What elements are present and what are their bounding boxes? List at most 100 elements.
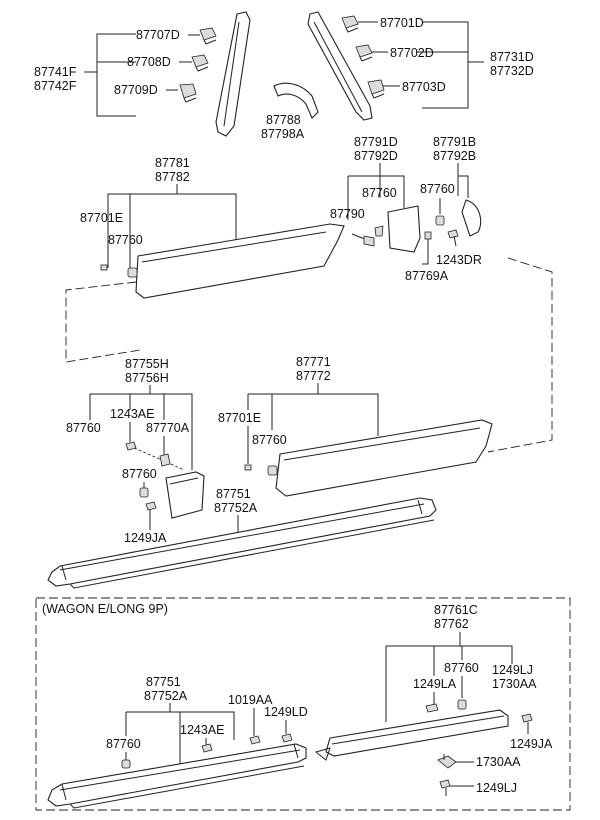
garnish-87755H: [165, 471, 205, 519]
label-87752A-a: 87752A: [214, 501, 258, 515]
label-87791B: 87791B: [433, 135, 476, 149]
part-87788: [273, 82, 319, 119]
label-87760-g: 87760: [444, 661, 479, 675]
label-87770A: 87770A: [146, 421, 190, 435]
label-87701D: 87701D: [380, 16, 424, 30]
label-87703D: 87703D: [402, 80, 446, 94]
group-87731D: [358, 21, 484, 109]
screw-1249JA-b: [521, 713, 533, 734]
dash-right-connector: [487, 257, 553, 453]
leader-87791D: [347, 163, 405, 220]
side-sill-moulding: [47, 497, 437, 589]
label-1243DR: 1243DR: [436, 253, 482, 267]
garnish-87791B: [461, 199, 482, 237]
moulding-rear-door: [275, 419, 493, 497]
leader-87761C: [385, 632, 513, 722]
label-87731D: 87731D: [490, 50, 534, 64]
leader-87769A: [422, 236, 429, 265]
label-87782: 87782: [155, 170, 190, 184]
label-87772: 87772: [296, 369, 331, 383]
clip-87707D: [199, 27, 217, 45]
leader-87791B: [457, 163, 469, 198]
label-87701E-rear: 87701E: [218, 411, 261, 425]
label-1249LJ-b: 1249LJ: [476, 781, 517, 795]
moulding-front-door: [135, 223, 345, 299]
leader-1243AE-a: [129, 422, 165, 456]
label-87791D: 87791D: [354, 135, 398, 149]
screw-1019AA: [249, 735, 261, 745]
label-87790: 87790: [330, 207, 365, 221]
label-87732D: 87732D: [490, 64, 534, 78]
label-87709D: 87709D: [114, 83, 158, 97]
clip-1730AA: [437, 754, 474, 769]
clip-87760-mid: [374, 225, 384, 237]
screw-1243AE-b: [201, 743, 213, 753]
label-1730AA-a: 1730AA: [492, 677, 537, 691]
clip-87760-e: [139, 487, 149, 498]
leader-1249LA: [433, 676, 463, 704]
label-87798A: 87798A: [261, 127, 305, 141]
label-87702D: 87702D: [390, 46, 434, 60]
clip-87760-f: [267, 465, 278, 476]
wagon-box: [35, 597, 571, 811]
rear-sill-moulding: [314, 709, 509, 761]
label-87788: 87788: [266, 113, 301, 127]
group-87741F: [84, 33, 200, 117]
leader-87771: [247, 383, 379, 436]
screw-1249JA-a: [145, 501, 157, 530]
label-1249JA-b: 1249JA: [510, 737, 553, 751]
wagon-side-sill-moulding: [47, 743, 307, 809]
label-87751-a: 87751: [216, 487, 251, 501]
clip-87770A: [159, 453, 171, 467]
pillar-garnish-left: [215, 11, 251, 137]
clip-87701E-rear: [244, 464, 252, 471]
screw-1249LA: [425, 703, 439, 713]
label-87751-b: 87751: [146, 675, 181, 689]
label-87752A-b: 87752A: [144, 689, 188, 703]
label-87762: 87762: [434, 617, 469, 631]
label-87760-f: 87760: [252, 433, 287, 447]
label-87707D: 87707D: [136, 28, 180, 42]
pillar-garnish-right: [307, 11, 373, 121]
leader-87751-b: [125, 703, 235, 766]
clip-87701E-front: [100, 264, 108, 271]
label-87701E-front: 87701E: [80, 211, 123, 225]
label-87760-mid: 87760: [362, 186, 397, 200]
label-1243AE-b: 1243AE: [180, 723, 224, 737]
label-87769A: 87769A: [405, 269, 449, 283]
label-87760-h: 87760: [106, 737, 141, 751]
label-87761C: 87761C: [434, 603, 478, 617]
label-1249LA: 1249LA: [413, 677, 457, 691]
dash-front-to-rear: [65, 281, 141, 363]
clip-87790: [351, 233, 375, 247]
label-wagon: (WAGON E/LONG 9P): [42, 602, 168, 616]
label-1249JA-a: 1249JA: [124, 531, 167, 545]
label-87792D: 87792D: [354, 149, 398, 163]
label-87708D: 87708D: [127, 55, 171, 69]
clip-87702D: [355, 44, 373, 62]
clip-87760-right: [435, 215, 445, 226]
leader-87755H: [89, 385, 193, 470]
clip-87760-h: [121, 759, 131, 769]
label-87756H: 87756H: [125, 371, 169, 385]
label-87760-front: 87760: [108, 233, 143, 247]
screw-1249LJ: [439, 779, 474, 796]
label-87781: 87781: [155, 156, 190, 170]
clip-87760-g: [457, 699, 467, 710]
label-87760-d: 87760: [66, 421, 101, 435]
label-1243AE-a: 1243AE: [110, 407, 154, 421]
label-1019AA: 1019AA: [228, 693, 273, 707]
label-87792B: 87792B: [433, 149, 476, 163]
screw-1243DR: [447, 229, 459, 247]
clip-87769A: [424, 231, 432, 240]
label-87742F: 87742F: [34, 79, 77, 93]
label-87755H: 87755H: [125, 357, 169, 371]
clip-87760-front: [127, 267, 138, 278]
clip-87708D: [191, 54, 209, 72]
clip-87701D: [341, 15, 359, 33]
screw-1249LD: [281, 733, 293, 743]
garnish-87791D: [387, 205, 421, 253]
label-1249LJ-a: 1249LJ: [492, 663, 533, 677]
label-1730AA-b: 1730AA: [476, 755, 521, 769]
